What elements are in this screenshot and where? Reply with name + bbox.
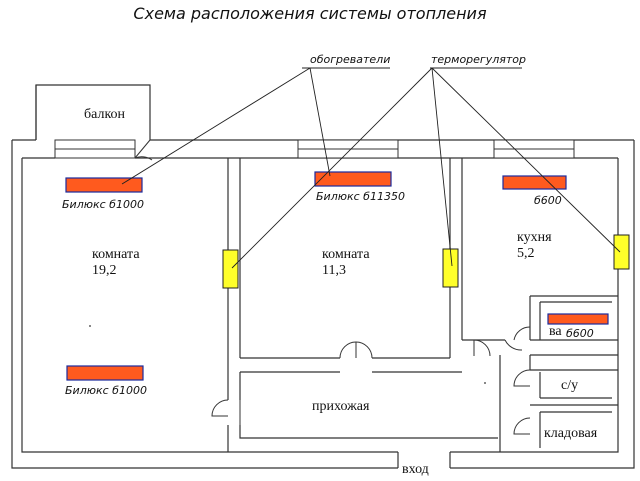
heater-bath [547, 313, 609, 325]
balcony [35, 84, 153, 161]
heater-caption-room1-top: Билюкс б1000 [62, 198, 144, 211]
heater-room1-bottom [66, 365, 144, 381]
heater-caption-room2: Билюкс б11350 [316, 190, 405, 203]
heater-kitchen [502, 175, 567, 190]
room-label-bath: ва [549, 324, 562, 339]
dot-marker [484, 382, 486, 384]
heater-caption-room1-bottom: Билюкс б1000 [65, 384, 147, 397]
room-label-balcony: балкон [84, 107, 126, 122]
room-label-room2: комната [322, 247, 370, 262]
room-label-entrance: вход [402, 462, 429, 477]
thermostat-label: терморегулятор [431, 53, 526, 66]
heater-room1-top [65, 177, 143, 193]
room-label-wc: с/у [561, 378, 578, 393]
heater-caption-kitchen: б600 [534, 194, 562, 207]
heaters [65, 171, 609, 381]
room-label-kitchen: кухня [517, 230, 552, 245]
thermostat-kitchen [613, 234, 630, 270]
door-swings [211, 326, 531, 468]
room-area-kitchen: 5,2 [517, 246, 535, 261]
room-label-room1: комната [92, 247, 140, 262]
room-area-room1: 19,2 [92, 263, 117, 278]
dot-marker [89, 325, 91, 327]
windows [54, 139, 575, 159]
room-label-storage: кладовая [544, 426, 598, 441]
thermostat-room1 [222, 249, 239, 289]
heater-room2 [314, 171, 392, 187]
leader-lines [121, 67, 621, 269]
room-area-room2: 11,3 [322, 263, 346, 278]
heater-caption-bath: б600 [566, 327, 594, 340]
heaters-label: обогреватели [310, 53, 390, 66]
diagram-title: Схема расположения системы отопления [133, 4, 487, 23]
thermostats [222, 234, 630, 289]
interior-walls [227, 158, 618, 452]
room-label-hall: прихожая [312, 399, 370, 414]
